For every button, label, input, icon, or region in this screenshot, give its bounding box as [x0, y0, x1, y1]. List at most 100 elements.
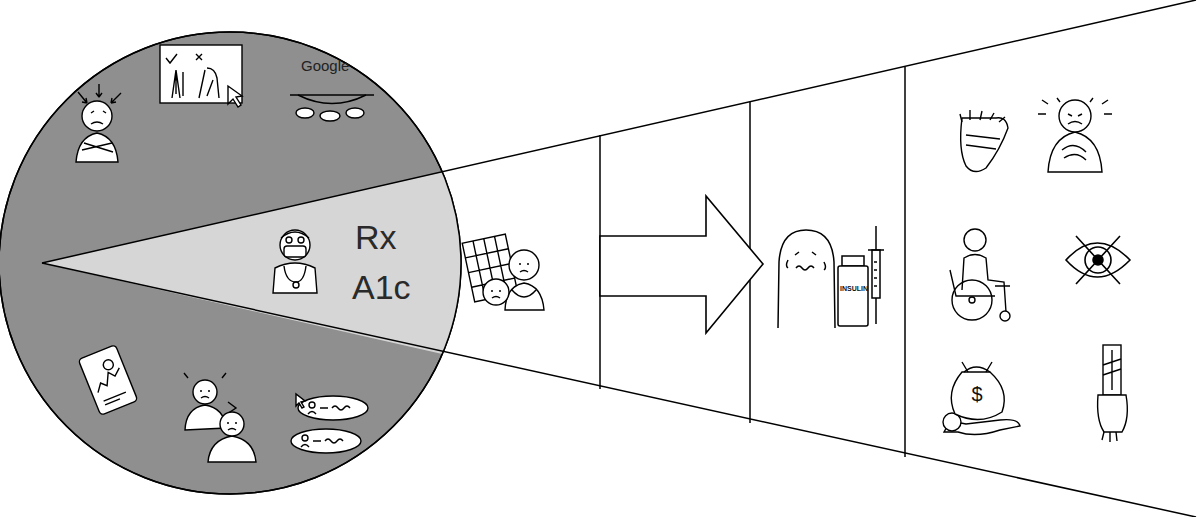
chat-bubbles-icon-part: [302, 435, 308, 441]
wheelchair-icon-part: [952, 280, 992, 320]
tablet-icon-part: [104, 392, 128, 405]
bottle-label: INSULIN: [840, 285, 868, 292]
doctor-icon-part: [293, 282, 299, 288]
care-team-icon-part: [509, 250, 539, 280]
wheelchair-icon: [950, 229, 1010, 321]
vision-loss-icon-part: [1076, 236, 1120, 284]
doctor-icon: [273, 230, 317, 293]
comparison-chart-icon: [160, 45, 242, 107]
stressed-person-icon: [76, 84, 121, 162]
heart-attack-icon: [1038, 98, 1112, 172]
worried-people-icon-part: [227, 423, 237, 430]
chat-bubbles-icon: [291, 394, 368, 453]
doctor-icon-part: [298, 237, 304, 243]
chat-bubbles-icon-part: [308, 412, 316, 415]
comparison-chart-icon-part: [166, 54, 202, 63]
stressed-person-icon-part: [82, 101, 112, 131]
chat-bubbles-icon-part: [301, 445, 309, 448]
wheelchair-icon-part: [964, 229, 986, 251]
doctor-icon-part: [273, 263, 317, 293]
search-engine-icon-part: [346, 108, 364, 118]
vision-loss-icon: [1066, 236, 1130, 284]
financial-burden-icon-part: [962, 362, 992, 372]
heart-attack-icon-part: [1059, 100, 1091, 132]
currency-sign: $: [971, 384, 982, 404]
tablet-icon-part: [78, 345, 138, 416]
chat-bubbles-icon-part: [313, 406, 350, 443]
stressed-person-icon-part: [78, 84, 121, 103]
insulin-patient-icon-part: [868, 250, 884, 324]
worried-people-icon-part: [208, 436, 256, 462]
chat-bubbles-icon-part: [298, 396, 368, 420]
tablet-icon-part: [102, 358, 115, 371]
foot-ulcer-icon-part: [960, 110, 1005, 122]
search-engine-icon-part: [290, 94, 374, 95]
care-team-icon: [462, 234, 544, 310]
care-team-icon-part: [483, 279, 509, 305]
insulin-patient-icon-part: [872, 250, 880, 298]
big-arrow-part: [600, 196, 763, 333]
amputation-icon-part: [1102, 432, 1117, 442]
lab-test-text: A1c: [352, 270, 411, 304]
insulin-patient-icon-part: [842, 256, 864, 266]
logo-text: Google: [301, 58, 349, 73]
focus-circle-part: [42, 0, 1198, 517]
foot-ulcer-icon-part: [966, 135, 1000, 149]
insulin-patient-icon-part: [778, 230, 835, 328]
heart-attack-icon-part: [1038, 98, 1112, 114]
search-engine-icon-part: [320, 111, 340, 121]
worried-people-icon-part: [184, 373, 238, 418]
foot-ulcer-icon-part: [961, 118, 1008, 172]
worried-people-icon: [184, 373, 256, 462]
wheelchair-icon-part: [969, 297, 975, 303]
heart-attack-icon-part: [1048, 132, 1102, 172]
doctor-icon-part: [286, 237, 292, 243]
heart-attack-icon-part: [1062, 145, 1086, 160]
funnel-lines-part: [904, 67, 906, 457]
funnel-lines-part: [42, 0, 1196, 263]
amputation-icon: [1098, 345, 1128, 442]
doctor-icon-part: [280, 230, 310, 260]
amputation-icon-part: [1098, 395, 1128, 432]
comparison-chart-icon-part: [228, 86, 242, 107]
amputation-icon-part: [1103, 345, 1121, 395]
financial-burden-icon: [943, 362, 1020, 435]
insulin-patient-icon-part: [787, 260, 826, 270]
insulin-patient-icon-part: [875, 226, 877, 250]
chat-bubbles-icon-part: [309, 402, 315, 408]
stressed-person-icon-part: [76, 133, 118, 162]
wheelchair-icon-part: [1000, 311, 1010, 321]
financial-burden-icon-part: [951, 372, 1004, 420]
comparison-chart-icon-part: [172, 68, 219, 98]
focus-circle-part: [0, 32, 461, 494]
prescription-text: Rx: [355, 220, 397, 254]
doctor-icon-part: [284, 266, 306, 282]
search-engine-icon: [290, 95, 374, 121]
worried-people-icon-part: [193, 380, 217, 404]
worried-people-icon-part: [220, 412, 244, 436]
care-team-icon-part: [512, 264, 536, 297]
chat-bubbles-icon-part: [291, 429, 361, 453]
insulin-patient-icon-part: [838, 266, 868, 326]
insulin-patient-icon-part: [795, 252, 816, 270]
chat-bubbles-icon-part: [296, 394, 305, 408]
search-engine-icon-part: [298, 95, 366, 104]
doctor-icon-part: [281, 232, 309, 238]
tablet-icon-part: [92, 368, 125, 393]
heart-attack-icon-part: [1068, 114, 1082, 124]
search-engine-icon-part: [296, 108, 314, 118]
foot-ulcer-icon: [960, 110, 1008, 172]
funnel-lines-part: [42, 263, 1196, 517]
insulin-patient-icon: [778, 226, 884, 328]
doctor-icon-part: [284, 246, 306, 257]
amputation-icon-part: [1103, 350, 1121, 390]
stressed-person-icon-part: [82, 143, 113, 152]
stressed-person-icon-part: [91, 111, 106, 124]
wheelchair-icon-part: [950, 270, 1010, 296]
funnel-lines: [42, 0, 1196, 517]
care-team-icon-part: [491, 291, 501, 298]
